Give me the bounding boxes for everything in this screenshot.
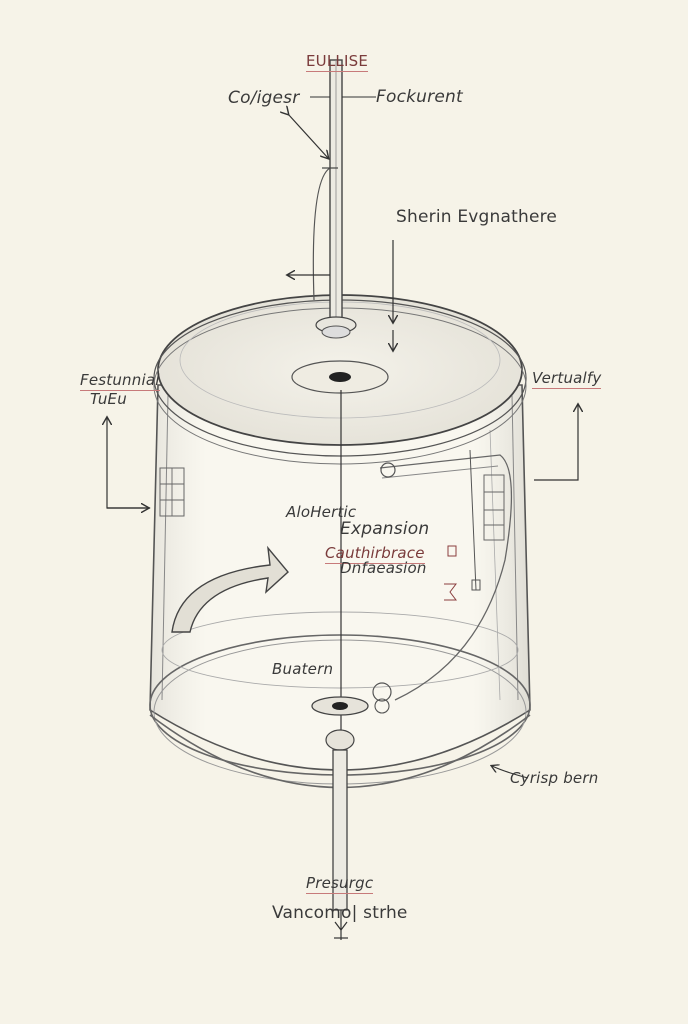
- arrow-top-left: [288, 114, 328, 158]
- label-lower-right: Cyrisp bern: [510, 769, 599, 787]
- label-bottom-2: Vancomo| strhe: [272, 903, 408, 923]
- label-left-1: Festunnial: [80, 371, 160, 391]
- arrow-lower-right: [492, 766, 529, 779]
- label-center-2: Expansion: [340, 519, 430, 539]
- arrow-left-bracket: [107, 418, 150, 509]
- label-top-right: Fockurent: [376, 87, 463, 107]
- bottom-tube: [332, 749, 348, 911]
- label-upper-right: Sherin Evgnathere: [396, 207, 558, 227]
- label-center-1: AloHertic: [286, 503, 357, 521]
- arrow-right-bracket: [534, 405, 578, 481]
- label-left-2: TuEu: [90, 390, 127, 408]
- cylinder-body: [149, 384, 531, 771]
- label-bottom-inside: Buatern: [272, 660, 334, 678]
- label-right-1: Vertualfy: [532, 369, 602, 389]
- handle-arrow: [171, 545, 289, 633]
- right-scale: [483, 474, 505, 541]
- label-top-left: Co/igesr: [228, 88, 300, 108]
- internal-pipe: [379, 454, 513, 701]
- label-bottom-1: Presurgc: [306, 874, 374, 894]
- label-top-title: EULLISE: [306, 52, 368, 72]
- label-center-3: Cauthirbrace: [325, 544, 425, 564]
- label-center-4: Dnfaeasion: [340, 559, 427, 577]
